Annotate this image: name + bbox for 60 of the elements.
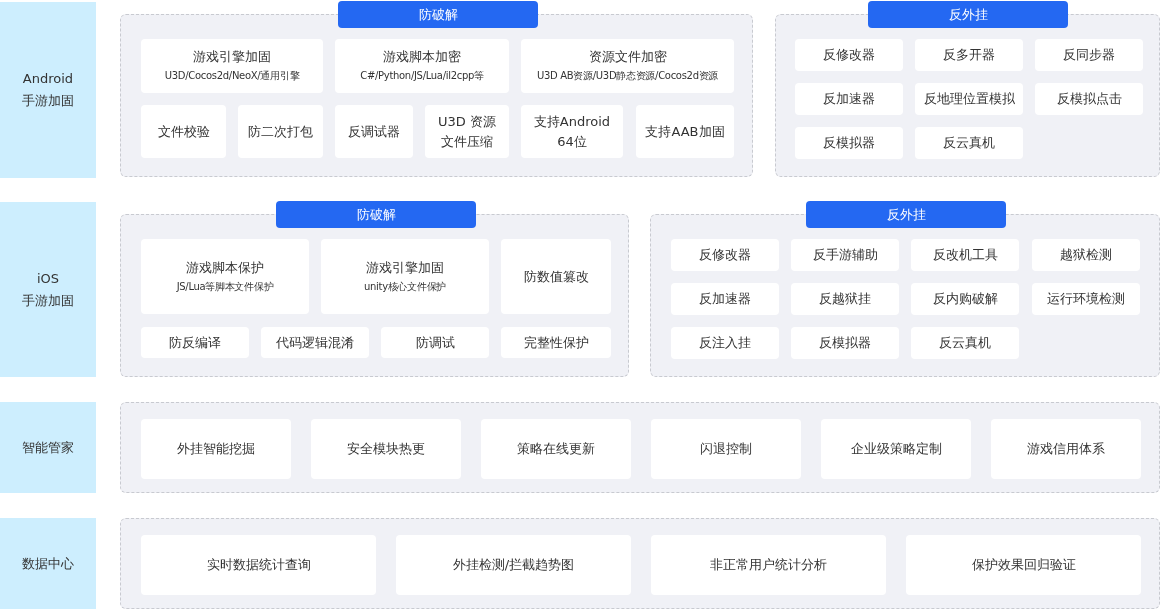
feature-title: 游戏脚本加密: [383, 48, 461, 66]
section-tab: 反外挂: [806, 201, 1006, 228]
feature-box: 反模拟器: [791, 327, 899, 359]
feature-box: 闪退控制: [651, 419, 801, 479]
feature-box: 反越狱挂: [791, 283, 899, 315]
feature-box: 防调试: [381, 327, 489, 358]
section-panel: [120, 402, 1160, 493]
feature-box: 反加速器: [671, 283, 779, 315]
feature-box: 防二次打包: [238, 105, 323, 158]
feature-box: 反注入挂: [671, 327, 779, 359]
feature-box: 代码逻辑混淆: [261, 327, 369, 358]
feature-title: 游戏引擎加固: [193, 48, 271, 66]
section-tab: 反外挂: [868, 1, 1068, 28]
feature-box: 反云真机: [911, 327, 1019, 359]
row-label: 智能管家: [0, 402, 96, 493]
feature-box: 实时数据统计查询: [141, 535, 376, 595]
feature-subtitle: JS/Lua等脚本文件保护: [176, 279, 274, 294]
feature-box: 反模拟点击: [1035, 83, 1143, 115]
feature-box: 企业级策略定制: [821, 419, 971, 479]
feature-box: 反调试器: [335, 105, 413, 158]
feature-box: 防反编译: [141, 327, 249, 358]
feature-box: 游戏信用体系: [991, 419, 1141, 479]
feature-box: 反多开器: [915, 39, 1023, 71]
feature-box: 非正常用户统计分析: [651, 535, 886, 595]
feature-box: 文件校验: [141, 105, 226, 158]
feature-box: 运行环境检测: [1032, 283, 1140, 315]
section-tab: 防破解: [276, 201, 476, 228]
feature-box: 反内购破解: [911, 283, 1019, 315]
feature-box: 外挂检测/拦截趋势图: [396, 535, 631, 595]
section-panel: [120, 518, 1160, 609]
feature-box: 防数值篡改: [501, 239, 611, 314]
feature-box: 支持Android 64位: [521, 105, 623, 158]
feature-subtitle: C#/Python/JS/Lua/il2cpp等: [360, 69, 484, 83]
feature-box: 保护效果回归验证: [906, 535, 1141, 595]
feature-box: 策略在线更新: [481, 419, 631, 479]
feature-box: 反加速器: [795, 83, 903, 115]
feature-box: 反改机工具: [911, 239, 1019, 271]
feature-title: 游戏引擎加固: [366, 258, 444, 277]
feature-box: 完整性保护: [501, 327, 611, 358]
section-tab: 防破解: [338, 1, 538, 28]
feature-box: 反修改器: [671, 239, 779, 271]
feature-subtitle: U3D AB资源/U3D静态资源/Cocos2d资源: [536, 69, 719, 83]
feature-box: 越狱检测: [1032, 239, 1140, 271]
feature-box: 支持AAB加固: [636, 105, 734, 158]
feature-box: 反手游辅助: [791, 239, 899, 271]
feature-title: 资源文件加密: [588, 48, 667, 66]
feature-box: 安全模块热更: [311, 419, 461, 479]
row-label: Android 手游加固: [0, 2, 96, 178]
feature-box: 反模拟器: [795, 127, 903, 159]
feature-box: 反修改器: [795, 39, 903, 71]
feature-subtitle: unity核心文件保护: [364, 279, 446, 294]
feature-box: 外挂智能挖掘: [141, 419, 291, 479]
feature-box: 反同步器: [1035, 39, 1143, 71]
feature-box: U3D 资源文件压缩: [425, 105, 509, 158]
row-label: iOS 手游加固: [0, 202, 96, 377]
feature-box: 反地理位置模拟: [915, 83, 1023, 115]
feature-subtitle: U3D/Cocos2d/NeoX/通用引擎: [164, 69, 300, 83]
feature-box: 反云真机: [915, 127, 1023, 159]
feature-title: 游戏脚本保护: [186, 258, 264, 277]
row-label: 数据中心: [0, 518, 96, 609]
